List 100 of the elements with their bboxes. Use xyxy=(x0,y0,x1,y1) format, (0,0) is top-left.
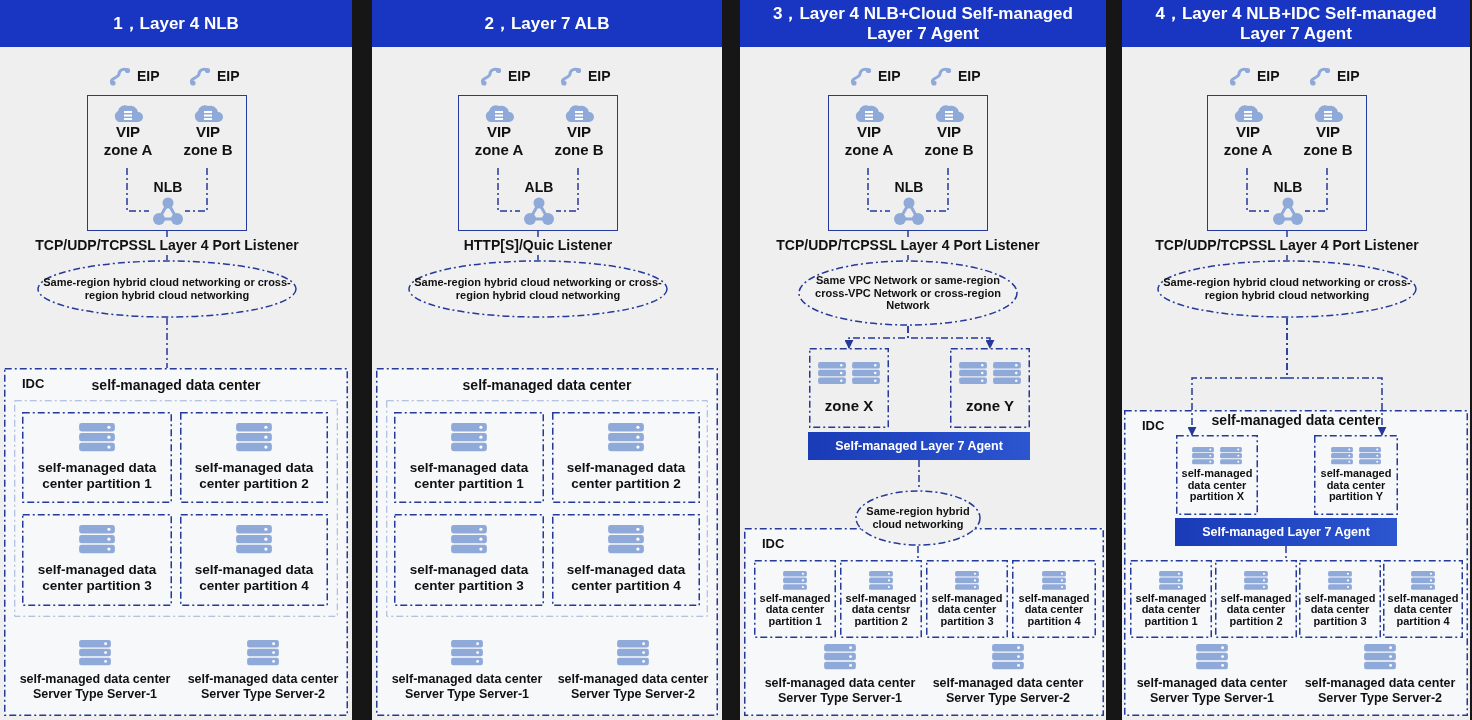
zone-label: VIP zone A xyxy=(1222,123,1274,159)
corner-label: IDC xyxy=(762,536,785,551)
server-label: self-managed data center Server Type Server-1 xyxy=(763,675,917,706)
partition-box xyxy=(754,560,836,638)
arrow xyxy=(1286,317,1387,436)
panel xyxy=(1122,0,1470,720)
load-balancer-box xyxy=(828,95,988,231)
network-ellipse xyxy=(37,260,297,318)
ip-label: EIP xyxy=(508,67,531,85)
connector-line xyxy=(555,167,579,212)
listener-label: TCP/UDP/TCPSSL Layer 4 Port Listener xyxy=(1155,237,1419,254)
zone-label: zone Y xyxy=(965,397,1015,414)
partition-box xyxy=(1176,435,1258,515)
load-balancer-box xyxy=(458,95,618,231)
server-label: self-managed data center Server Type Server-2 xyxy=(556,671,710,702)
connector-line xyxy=(907,254,909,261)
partition-label: self-managed data centsr partition 2 xyxy=(844,592,918,628)
partition-label: self-managed data center partition 2 xyxy=(565,459,687,493)
partition-label: self-managed data center partition 3 xyxy=(408,562,530,595)
partition-label: self-managed data center partition X xyxy=(1180,467,1254,503)
panel-header: 1，Layer 4 NLB xyxy=(0,0,352,47)
partition-box xyxy=(394,514,544,606)
ip-label: EIP xyxy=(588,67,611,85)
zone-label: VIP zone A xyxy=(102,123,154,159)
partition-label: self-managed data center partition 1 xyxy=(758,592,832,628)
partition-label: self-managed data center partition 1 xyxy=(1134,592,1208,628)
listener-label: HTTP[S]/Quic Listener xyxy=(463,237,613,254)
partition-box xyxy=(180,514,328,606)
section-heading: self-managed data center xyxy=(91,377,261,393)
server-label: self-managed data center Server Type Server-2 xyxy=(186,671,340,702)
network-ellipse xyxy=(1157,260,1417,318)
network-label: Same-region hybrid cloud networking or cross-region hybrid cloud networking xyxy=(413,276,663,302)
partition-box xyxy=(1130,560,1212,638)
partition-box xyxy=(926,560,1008,638)
partition-label: self-managed data center partition 3 xyxy=(36,562,158,595)
connector-line xyxy=(1285,545,1287,561)
partition-label: self-managed data center partition 4 xyxy=(1386,592,1460,628)
server-label: self-managed data center Server Type Server-1 xyxy=(390,671,544,702)
connector-line xyxy=(497,167,521,212)
panel-header: 3，Layer 4 NLB+Cloud Self-managed Layer 7 Agent xyxy=(740,0,1106,47)
server-label: self-managed data center Server Type Server-1 xyxy=(1135,675,1289,706)
partition-label: self-managed data center partition 4 xyxy=(193,562,315,595)
partition-box xyxy=(1012,560,1096,638)
ip-label: EIP xyxy=(958,67,981,85)
zone-label: VIP zone B xyxy=(923,123,975,159)
network-label: Same-region hybrid cloud networking or cross-region hybrid cloud networking xyxy=(1162,276,1412,302)
load-balancer-label: ALB xyxy=(524,179,554,196)
agent-bar: Self-managed Layer 7 Agent xyxy=(1175,518,1397,546)
section-heading: self-managed data center xyxy=(1211,412,1381,428)
partition-label: self-managed data center partition 1 xyxy=(408,459,530,493)
zone-label: VIP zone B xyxy=(1302,123,1354,159)
ip-label: EIP xyxy=(1257,67,1280,85)
partition-box xyxy=(394,412,544,503)
zone-box xyxy=(809,348,889,428)
panel xyxy=(372,0,722,720)
connector-line xyxy=(166,230,168,238)
network-label: Same VPC Network or same-region cross-VPC Network or cross-region Network xyxy=(814,274,1002,312)
data-center-box xyxy=(4,368,348,716)
listener-label: TCP/UDP/TCPSSL Layer 4 Port Listener xyxy=(776,237,1040,254)
data-center-box xyxy=(1124,410,1468,716)
partition-box xyxy=(1314,435,1398,515)
partition-label: self-managed data center partition 1 xyxy=(36,459,158,493)
ip-label: EIP xyxy=(217,67,240,85)
partition-label: self-managed data center partition 3 xyxy=(930,592,1004,628)
partition-label: self-managed data center partition 2 xyxy=(193,459,315,493)
zone-box xyxy=(950,348,1030,428)
zone-label: VIP zone A xyxy=(473,123,525,159)
section-heading: self-managed data center xyxy=(462,377,632,393)
connector-line xyxy=(537,230,539,238)
data-center-box xyxy=(744,528,1104,716)
connector-line xyxy=(925,167,949,212)
partition-label: self-managed data center partition 4 xyxy=(1017,592,1091,628)
connector-line xyxy=(537,254,539,261)
partition-box xyxy=(1383,560,1463,638)
connector-line xyxy=(917,545,919,561)
load-balancer-box xyxy=(87,95,247,231)
connector-line xyxy=(907,230,909,238)
partition-box xyxy=(1299,560,1381,638)
connector-line xyxy=(166,254,168,261)
partition-box xyxy=(840,560,922,638)
zone-label: zone X xyxy=(824,397,874,414)
partition-label: self-managed data center partition 4 xyxy=(565,562,687,595)
connector-line xyxy=(1246,167,1270,212)
connector-line xyxy=(1286,230,1288,238)
corner-label: IDC xyxy=(1142,418,1165,433)
zone-label: VIP zone A xyxy=(843,123,895,159)
partition-box xyxy=(552,412,700,503)
partition-group-box xyxy=(386,400,708,617)
ip-label: EIP xyxy=(1337,67,1360,85)
load-balancer-label: NLB xyxy=(894,179,924,196)
corner-label: IDC xyxy=(22,376,45,391)
zone-label: VIP zone B xyxy=(182,123,234,159)
server-label: self-managed data center Server Type Server-2 xyxy=(1303,675,1457,706)
server-label: self-managed data center Server Type Server-2 xyxy=(931,675,1085,706)
zone-label: VIP zone B xyxy=(553,123,605,159)
panel xyxy=(0,0,352,720)
connector-line xyxy=(184,167,208,212)
network-ellipse xyxy=(408,260,668,318)
network-label: Same-region hybrid cloud networking xyxy=(865,505,971,531)
load-balancer-box xyxy=(1207,95,1367,231)
